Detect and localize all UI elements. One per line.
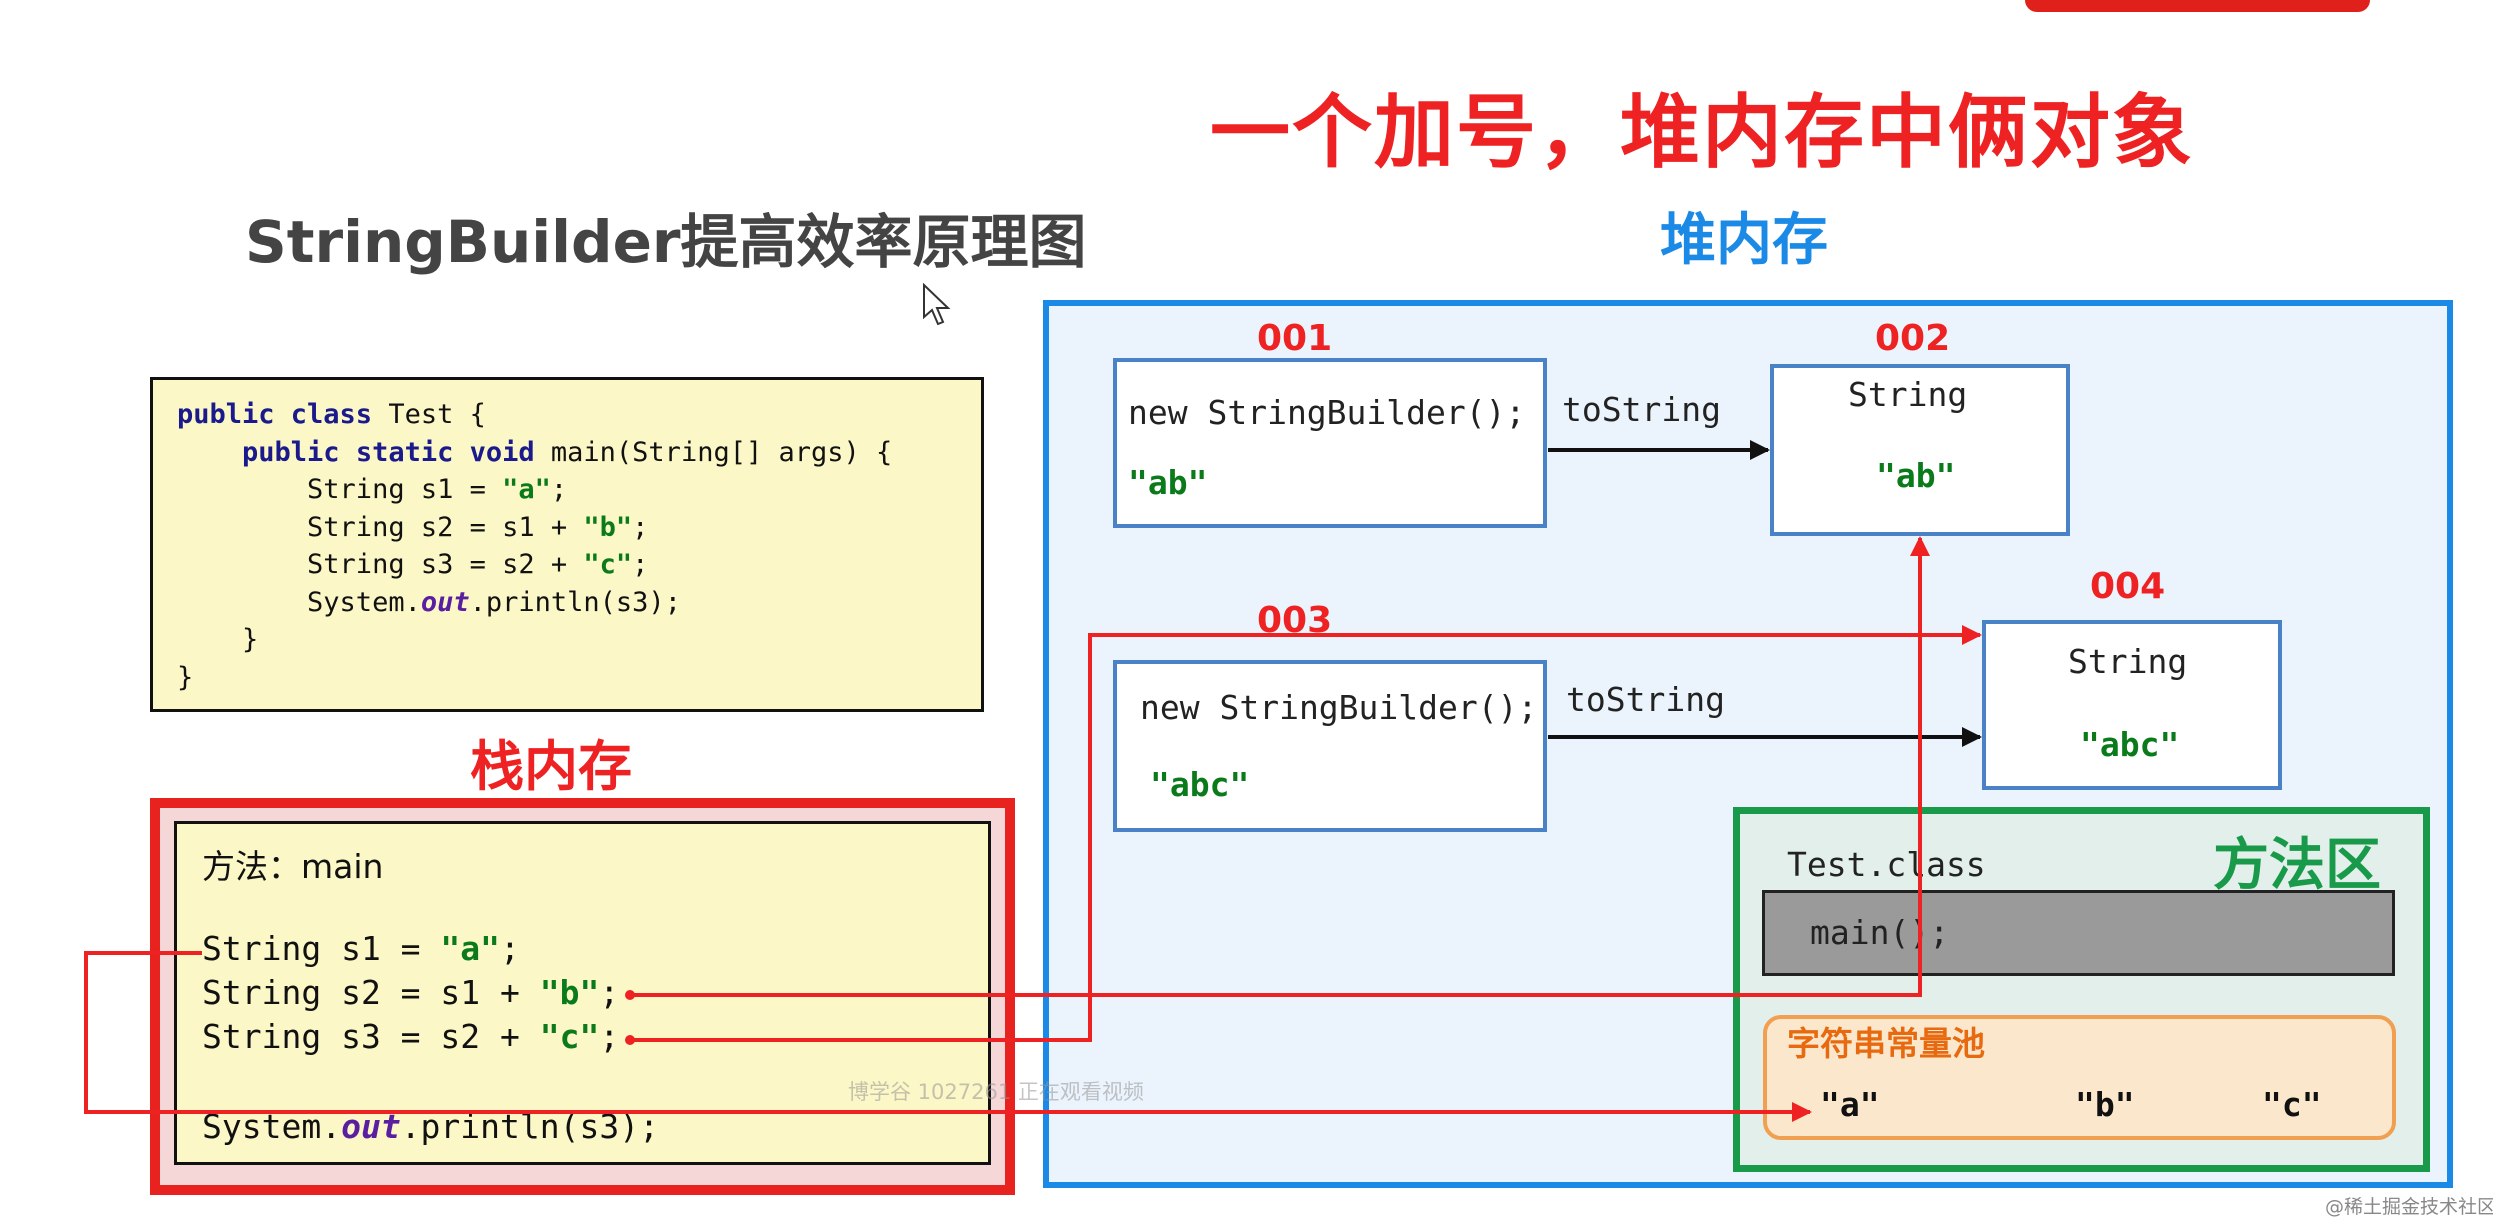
stringbuilder-object-003 — [1113, 660, 1547, 832]
stack-memory-label: 栈内存 — [470, 735, 632, 798]
string-object-004 — [1982, 620, 2282, 790]
tostring-label-2: toString — [1566, 680, 1725, 719]
stringbuilder-object-001 — [1113, 358, 1547, 528]
heap-memory-label: 堆内存 — [1660, 208, 1828, 273]
method-area-label: 方法区 — [2213, 833, 2381, 898]
string-pool-label: 字符串常量池 — [1787, 1024, 1985, 1063]
pool-value-b: "b" — [2075, 1085, 2135, 1124]
code-line-1: public class Test { — [177, 399, 486, 430]
stack-method-name: 方法：main — [202, 847, 384, 886]
main-method-bar — [1762, 890, 2395, 976]
main-method-label: main(); — [1810, 913, 1950, 952]
string-002-type: String — [1848, 375, 1968, 414]
string-object-002 — [1770, 364, 2070, 536]
stack-line-s2: String s2 = s1 + "b"; — [202, 973, 620, 1012]
headline: 一个加号，堆内存中俩对象 — [1210, 86, 2194, 179]
stringbuilder-003-value: "abc" — [1150, 765, 1250, 804]
s2-reference-arrow — [630, 536, 1930, 997]
pool-value-a: "a" — [1820, 1085, 1880, 1124]
code-line-7: } — [177, 624, 259, 655]
string-004-value: "abc" — [2080, 725, 2180, 764]
string-constant-pool — [1763, 1015, 2396, 1140]
s3-arrow-origin-dot — [625, 1035, 635, 1045]
code-line-6: System.out.println(s3); — [177, 586, 681, 618]
stringbuilder-001-value: "ab" — [1128, 463, 1208, 502]
stringbuilder-001-text: new StringBuilder(); — [1128, 393, 1526, 432]
string-002-value: "ab" — [1876, 456, 1956, 495]
code-line-3: String s1 = "a"; — [177, 474, 568, 505]
string-004-type: String — [2068, 642, 2188, 681]
stack-line-s3: String s3 = s2 + "c"; — [202, 1017, 620, 1056]
address-004: 004 — [2090, 566, 2166, 607]
stack-line-s1: String s1 = "a"; — [202, 929, 520, 968]
code-line-2: public static void main(String[] args) { — [242, 436, 893, 468]
page-title: StringBuilder提高效率原理图 — [245, 208, 1087, 276]
top-red-button[interactable] — [2025, 0, 2370, 12]
pool-value-c: "c" — [2262, 1085, 2322, 1124]
code-line-8: } — [177, 661, 194, 693]
code-line-4: String s2 = s1 + "b"; — [177, 511, 649, 543]
s3-reference-arrow — [630, 625, 1982, 1042]
corner-watermark: @稀土掘金技术社区 — [2325, 1196, 2493, 1218]
mouse-cursor-icon — [923, 283, 951, 326]
tostring-label-1: toString — [1562, 390, 1721, 429]
address-001: 001 — [1257, 318, 1333, 359]
class-name-label: Test.class — [1787, 845, 1986, 884]
address-002: 002 — [1875, 318, 1951, 359]
stringbuilder-003-text: new StringBuilder(); — [1140, 688, 1538, 727]
code-listing: public class Test { public static void m… — [150, 377, 984, 712]
s1-reference-arrow — [84, 951, 1812, 1122]
s2-arrow-origin-dot — [625, 990, 635, 1000]
video-watermark: 博学谷 1027261 正在观看视频 — [848, 1080, 1144, 1104]
code-line-5: String s3 = s2 + "c"; — [177, 549, 649, 580]
